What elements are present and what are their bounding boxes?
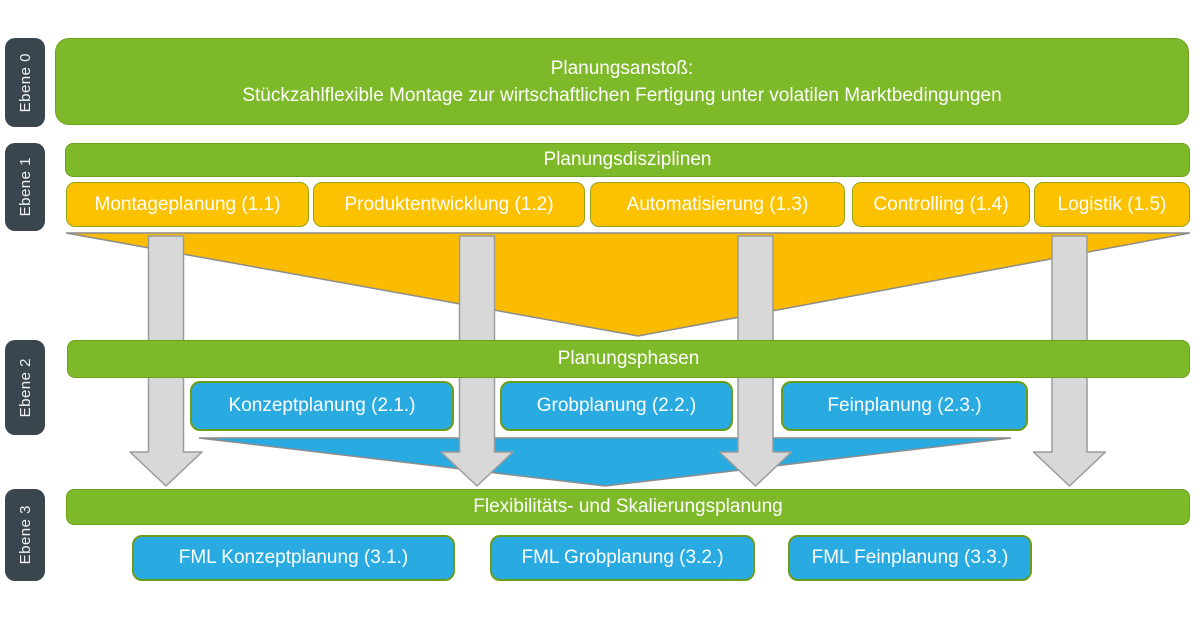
planning-trigger-line1: Planungsanstoß: (550, 57, 694, 79)
level-label-text: Ebene 3 (16, 505, 34, 565)
phases-header-text: Planungsphasen (557, 348, 700, 369)
fml-box-grobplanung: FML Grobplanung (3.2.) (490, 535, 755, 581)
planning-trigger-line2: Stückzahlflexible Montage zur wirtschaft… (242, 84, 1002, 106)
level-label-ebene-3: Ebene 3 (5, 489, 45, 581)
discipline-box-controlling: Controlling (1.4) (852, 182, 1030, 227)
discipline-box-montageplanung: Montageplanung (1.1) (66, 182, 309, 227)
phase-box-feinplanung: Feinplanung (2.3.) (781, 381, 1028, 431)
fml-header-banner: Flexibilitäts- und Skalierungsplanung (66, 489, 1190, 525)
fml-label: FML Grobplanung (3.2.) (521, 547, 724, 568)
discipline-label: Logistik (1.5) (1057, 193, 1167, 215)
phase-box-konzeptplanung: Konzeptplanung (2.1.) (190, 381, 454, 431)
phase-label: Feinplanung (2.3.) (827, 395, 982, 416)
discipline-box-logistik: Logistik (1.5) (1034, 182, 1190, 227)
level-label-ebene-2: Ebene 2 (5, 340, 45, 435)
phases-header-banner: Planungsphasen (67, 340, 1190, 378)
planning-trigger-banner: Planungsanstoß: Stückzahlflexible Montag… (55, 38, 1189, 125)
fml-box-konzeptplanung: FML Konzeptplanung (3.1.) (132, 535, 455, 581)
discipline-box-produktentwicklung: Produktentwicklung (1.2) (313, 182, 585, 227)
discipline-label: Automatisierung (1.3) (626, 193, 809, 215)
fml-header-text: Flexibilitäts- und Skalierungsplanung (473, 496, 783, 517)
discipline-box-automatisierung: Automatisierung (1.3) (590, 182, 845, 227)
discipline-label: Montageplanung (1.1) (94, 193, 281, 215)
fml-label: FML Konzeptplanung (3.1.) (178, 547, 409, 568)
phase-label: Grobplanung (2.2.) (536, 395, 697, 416)
discipline-label: Produktentwicklung (1.2) (344, 193, 554, 215)
fml-box-feinplanung: FML Feinplanung (3.3.) (788, 535, 1032, 581)
level-label-ebene-1: Ebene 1 (5, 143, 45, 231)
disciplines-header-banner: Planungsdisziplinen (65, 143, 1190, 177)
fml-label: FML Feinplanung (3.3.) (811, 547, 1009, 568)
level-label-text: Ebene 1 (16, 157, 34, 217)
phase-box-grobplanung: Grobplanung (2.2.) (500, 381, 733, 431)
disciplines-header-text: Planungsdisziplinen (543, 149, 712, 170)
level-label-text: Ebene 2 (16, 357, 34, 418)
discipline-label: Controlling (1.4) (873, 193, 1009, 215)
level-label-ebene-0: Ebene 0 (5, 38, 45, 127)
phases-funnel-shape (198, 437, 1012, 487)
phase-label: Konzeptplanung (2.1.) (228, 395, 416, 416)
level-label-text: Ebene 0 (16, 52, 34, 113)
disciplines-funnel-shape (65, 232, 1191, 337)
